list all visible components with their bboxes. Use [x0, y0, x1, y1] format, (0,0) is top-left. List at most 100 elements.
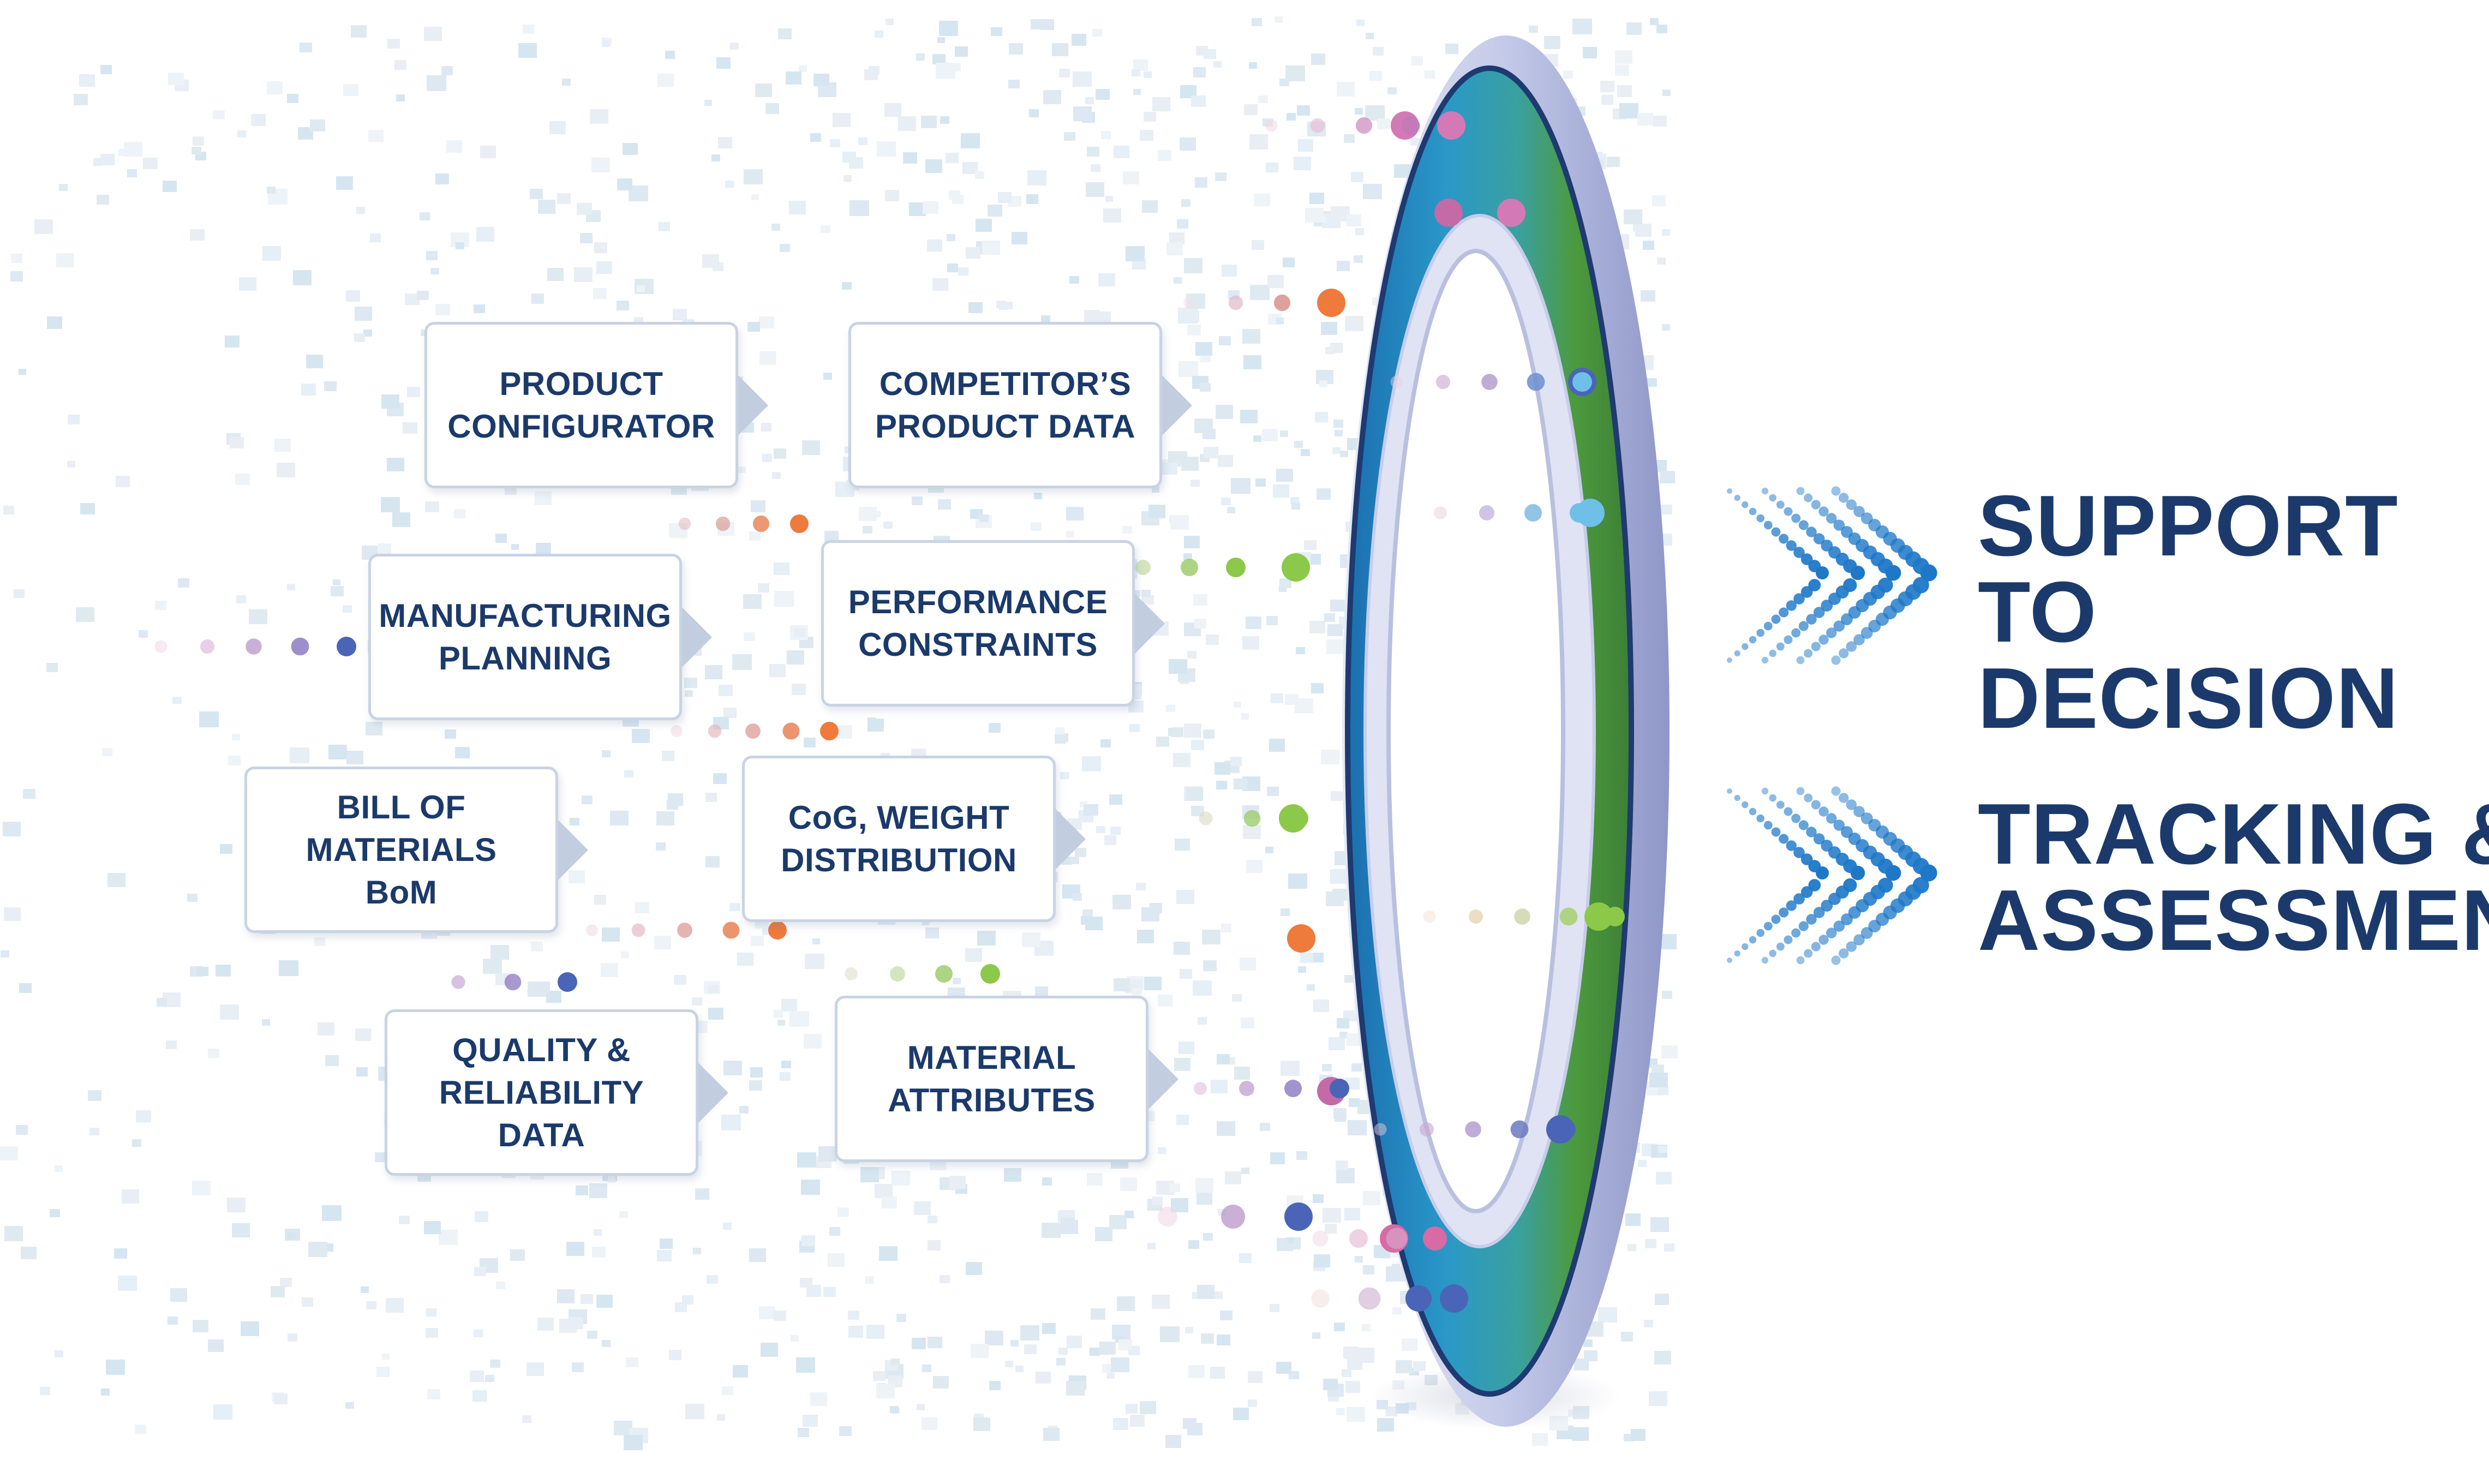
data-pixel	[511, 544, 519, 550]
data-pixel	[1243, 355, 1261, 369]
data-dot	[246, 638, 262, 655]
data-pixel	[496, 1282, 505, 1289]
data-pixel	[267, 187, 276, 194]
data-pixel	[114, 1248, 127, 1259]
data-pixel	[1311, 683, 1324, 693]
data-pixel	[40, 1387, 50, 1395]
chevron-dot	[1806, 614, 1817, 625]
data-pixel	[3, 822, 21, 836]
data-pixel	[682, 1295, 693, 1305]
data-pixel	[737, 953, 753, 966]
data-pixel	[657, 1250, 672, 1261]
data-pixel	[1117, 1296, 1135, 1311]
data-pixel	[546, 991, 561, 1003]
data-pixel	[1664, 1243, 1674, 1252]
data-pixel	[1118, 1339, 1132, 1350]
data-pixel	[1662, 991, 1672, 999]
data-pixel	[928, 1216, 937, 1223]
data-dot	[935, 965, 953, 983]
data-pixel	[1249, 62, 1257, 69]
data-pixel	[637, 285, 645, 292]
data-pixel	[538, 200, 555, 214]
data-pixel	[928, 1240, 941, 1250]
data-pixel	[1184, 723, 1201, 738]
data-pixel	[1219, 336, 1231, 345]
data-pixel	[626, 1357, 638, 1367]
data-pixel	[801, 1235, 815, 1246]
data-pixel	[1294, 157, 1311, 170]
chevron-dot	[1793, 547, 1805, 558]
data-pixel	[1214, 762, 1230, 775]
data-pixel	[1298, 139, 1313, 152]
data-pixel	[417, 291, 429, 300]
data-pixel	[602, 40, 610, 47]
chevron-dot	[1878, 577, 1893, 593]
data-pixel	[1662, 89, 1671, 96]
data-pixel	[1656, 25, 1667, 33]
data-pixel	[950, 63, 961, 71]
data-pixel	[536, 543, 551, 555]
data-pixel	[1267, 275, 1284, 288]
data-pixel	[737, 466, 746, 473]
data-pixel	[1601, 95, 1613, 105]
data-pixel	[879, 1246, 898, 1261]
data-pixel	[1347, 1407, 1365, 1422]
chevron-dot	[1811, 942, 1821, 952]
chevron-dot	[1878, 877, 1893, 893]
data-pixel	[1621, 1332, 1633, 1342]
data-pixel	[1194, 619, 1206, 629]
data-pixel	[1366, 33, 1374, 39]
chevron-dot	[1816, 566, 1829, 579]
data-pixel	[1344, 975, 1354, 983]
data-pixel	[426, 251, 438, 260]
data-pixel	[1307, 984, 1315, 991]
data-pixel	[1069, 276, 1079, 284]
data-pixel	[1158, 150, 1171, 161]
data-pixel	[522, 1415, 531, 1423]
data-pixel	[830, 139, 840, 147]
data-dot	[1435, 374, 1451, 390]
data-pixel	[805, 954, 824, 969]
data-pixel	[877, 141, 896, 157]
input-label: CoG, WEIGHT DISTRIBUTION	[781, 799, 1017, 878]
ring-data-dot	[1437, 111, 1465, 140]
data-pixel	[1240, 958, 1256, 971]
data-dot	[1524, 504, 1542, 522]
data-pixel	[1643, 241, 1654, 250]
data-pixel	[10, 271, 23, 282]
data-pixel	[1336, 1408, 1345, 1415]
data-pixel	[1313, 1000, 1329, 1012]
chevron-dot	[1839, 948, 1849, 959]
data-pixel	[474, 304, 485, 313]
chevron-dot	[1779, 834, 1789, 844]
data-pixel	[225, 336, 240, 348]
chevron-dot	[1798, 621, 1809, 631]
chevron-dot	[1776, 800, 1785, 809]
chevron-dot	[1846, 941, 1857, 952]
chevron-dot	[1885, 865, 1901, 881]
data-pixel	[1064, 132, 1075, 141]
data-pixel	[424, 27, 442, 41]
data-dot	[154, 640, 167, 653]
data-pixel	[420, 212, 430, 220]
data-dot	[1311, 1289, 1330, 1308]
data-pixel	[772, 472, 781, 479]
data-pixel	[1290, 497, 1299, 504]
data-pixel	[1140, 1401, 1156, 1414]
data-pixel	[668, 793, 683, 806]
data-pixel	[1234, 1067, 1250, 1080]
data-pixel	[1392, 1307, 1402, 1314]
data-pixel	[744, 632, 755, 641]
data-pixel	[1291, 502, 1300, 510]
data-pixel	[704, 100, 712, 106]
chevron-dot	[1818, 935, 1829, 945]
data-pixel	[849, 200, 869, 216]
chevron-dot	[1813, 607, 1825, 618]
data-pixel	[1657, 258, 1666, 265]
data-pixel	[1532, 1433, 1548, 1446]
data-pixel	[594, 1229, 602, 1236]
data-pixel	[1271, 693, 1283, 703]
chevron-dot	[1784, 807, 1793, 816]
data-pixel	[885, 190, 899, 201]
data-pixel	[232, 734, 240, 740]
